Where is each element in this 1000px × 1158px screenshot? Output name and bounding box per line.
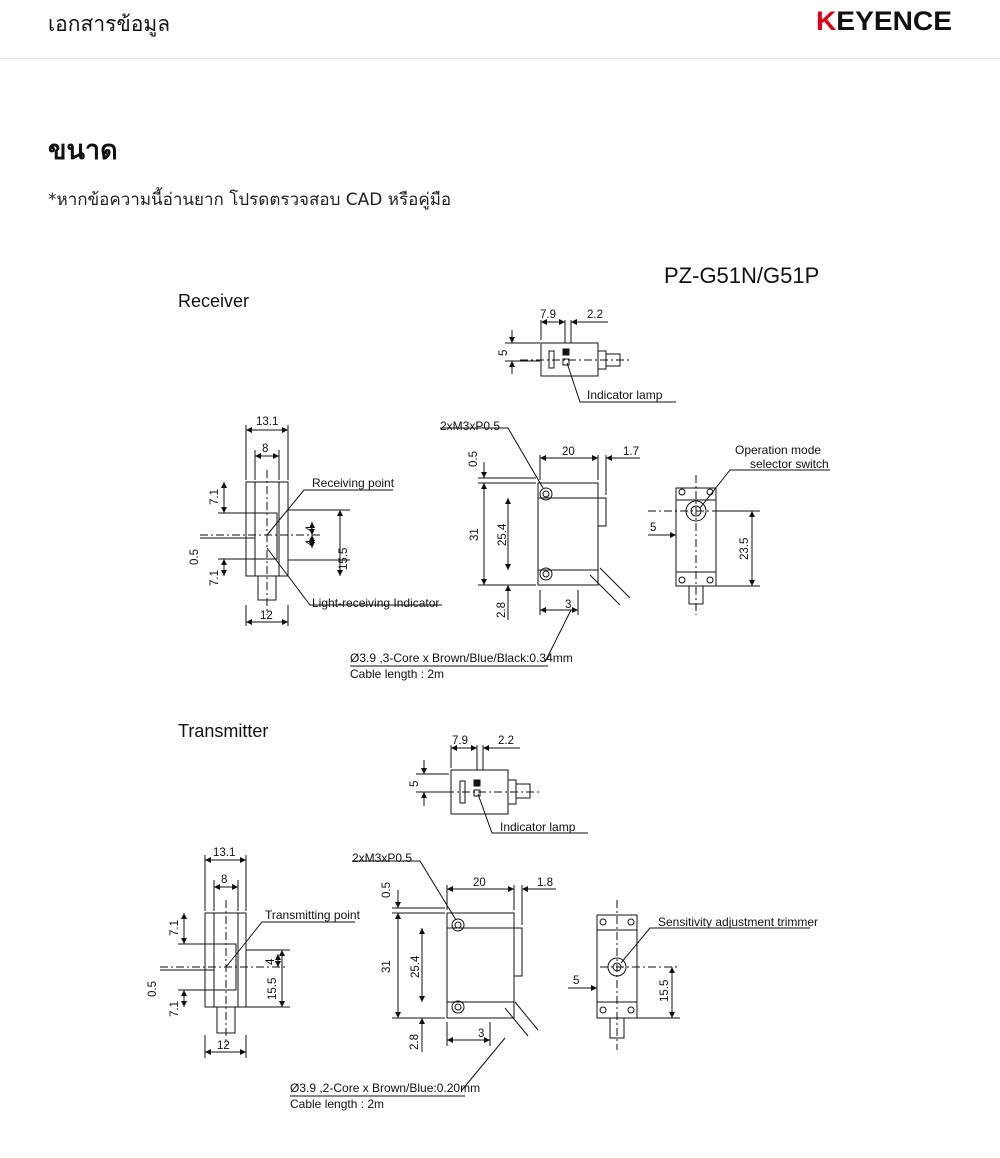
- receiver-dim-front-right: 1.7: [623, 446, 639, 458]
- transmitter-dim-width-outer: 13.1: [213, 847, 235, 859]
- receiver-dim-gap: 0.5: [189, 549, 201, 565]
- transmitter-rear-view: [568, 900, 810, 1050]
- receiver-front-view: [440, 427, 640, 663]
- receiver-op-mode-label-2: selector switch: [750, 457, 829, 471]
- receiver-top-view: [505, 319, 676, 403]
- section-title: ขนาด: [48, 135, 118, 166]
- receiver-dim-top-a: 7.9: [540, 309, 556, 321]
- transmitter-dim-top-b: 2.2: [498, 735, 514, 747]
- receiver-dim-front-top: 0.5: [468, 451, 480, 467]
- transmitter-dim-rear-width: 5: [573, 975, 579, 987]
- receiver-dim-front-height2: 25.4: [497, 523, 509, 546]
- receiver-dim-top-h: 5: [498, 350, 510, 356]
- receiver-drawing: Receiver 7.9 2.2 5 Indicator lamp: [178, 291, 830, 681]
- receiver-dim-side-b: 4: [305, 539, 317, 546]
- transmitter-dim-front-right: 1.8: [537, 877, 553, 889]
- receiver-light-indicator-label: Light-receiving Indicator: [312, 596, 439, 610]
- transmitter-cable-length: Cable length : 2m: [290, 1097, 384, 1111]
- receiver-dim-rear-height: 23.5: [739, 538, 751, 560]
- receiver-dim-front-bottom: 2.8: [496, 602, 508, 618]
- transmitter-dim-gap: 0.5: [147, 981, 159, 997]
- page-header: เอกสารข้อมูล KEYENCE: [0, 0, 1000, 59]
- transmitter-dim-height-bottom: 7.1: [169, 1001, 181, 1017]
- transmitter-side-view: [160, 855, 355, 1058]
- transmitter-dim-front-bottom: 2.8: [409, 1034, 421, 1050]
- receiver-dim-front-bottom2: 3: [565, 599, 571, 611]
- transmitter-dim-side-a: 4: [265, 958, 277, 965]
- receiver-heading: Receiver: [178, 291, 249, 311]
- dimension-drawing: PZ-G51N/G51P Receiver 7.9 2.2 5 Indica: [147, 263, 830, 1111]
- keyence-logo-mark: K: [816, 6, 837, 34]
- keyence-logo-text: KEYENCE: [816, 6, 952, 34]
- receiver-dim-height-bottom: 7.1: [209, 570, 221, 586]
- transmitter-dim-rear-height: 15.5: [659, 980, 671, 1002]
- transmitter-dim-front-top: 0.5: [381, 882, 393, 898]
- transmitter-dim-width-inner: 8: [221, 874, 227, 886]
- transmitter-dim-front-height: 31: [381, 960, 393, 973]
- keyence-logo-rest: EYENCE: [836, 6, 952, 34]
- keyence-logo[interactable]: KEYENCE: [814, 4, 954, 34]
- section-note: *หากข้อความนี้อ่านยาก โปรดตรวจสอบ CAD หร…: [48, 190, 452, 210]
- transmitter-dim-top-a: 7.9: [452, 735, 468, 747]
- receiver-dim-front-height: 31: [469, 528, 481, 541]
- model-name: PZ-G51N/G51P: [664, 263, 819, 288]
- transmitter-dim-height-top: 7.1: [169, 920, 181, 936]
- receiver-dim-height-top: 7.1: [209, 489, 221, 505]
- transmitter-dim-side-c: 15.5: [267, 978, 279, 1000]
- receiver-dim-side-a: 4: [305, 525, 317, 532]
- receiver-indicator-lamp-label: Indicator lamp: [587, 388, 663, 402]
- receiver-dim-rear-width: 5: [650, 522, 656, 534]
- transmitter-front-view: [352, 860, 556, 1091]
- transmitter-dim-front-bottom2: 3: [478, 1028, 484, 1040]
- receiver-cable-length: Cable length : 2m: [350, 667, 444, 681]
- receiver-cable-spec: Ø3.9 ,3-Core x Brown/Blue/Black:0.34mm: [350, 651, 573, 665]
- transmitter-indicator-lamp-label: Indicator lamp: [500, 820, 576, 834]
- receiver-thread-label: 2xM3xP0.5: [440, 419, 500, 433]
- receiver-op-mode-label-1: Operation mode: [735, 443, 821, 457]
- page-header-title: เอกสารข้อมูล: [48, 12, 171, 36]
- transmitter-cable-spec: Ø3.9 ,2-Core x Brown/Blue:0.20mm: [290, 1081, 480, 1095]
- transmitter-drawing: Transmitter 7.9 2.2 5 Indicator lamp: [147, 721, 818, 1111]
- transmitter-top-view: [416, 745, 588, 834]
- transmitter-thread-label: 2xM3xP0.5: [352, 851, 412, 865]
- receiver-dim-width-outer: 13.1: [256, 416, 278, 428]
- receiver-dim-width-inner: 8: [262, 443, 268, 455]
- transmitter-dim-front-width: 20: [473, 877, 486, 889]
- receiver-side-view: [200, 425, 442, 626]
- receiver-rear-view: [648, 469, 830, 615]
- transmitter-trimmer-label: Sensitivity adjustment trimmer: [658, 915, 818, 929]
- receiver-dim-top-b: 2.2: [587, 309, 603, 321]
- receiver-dim-front-width: 20: [562, 446, 575, 458]
- transmitter-dim-width-bottom: 12: [217, 1040, 230, 1052]
- transmitter-heading: Transmitter: [178, 721, 268, 741]
- transmitter-dim-front-height2: 25.4: [410, 955, 422, 978]
- receiver-dim-width-bottom: 12: [260, 610, 273, 622]
- receiver-receiving-point-label: Receiving point: [312, 476, 395, 490]
- receiver-dim-side-c: 15.5: [338, 548, 350, 570]
- transmitter-transmitting-point-label: Transmitting point: [265, 908, 361, 922]
- transmitter-dim-top-h: 5: [409, 781, 421, 787]
